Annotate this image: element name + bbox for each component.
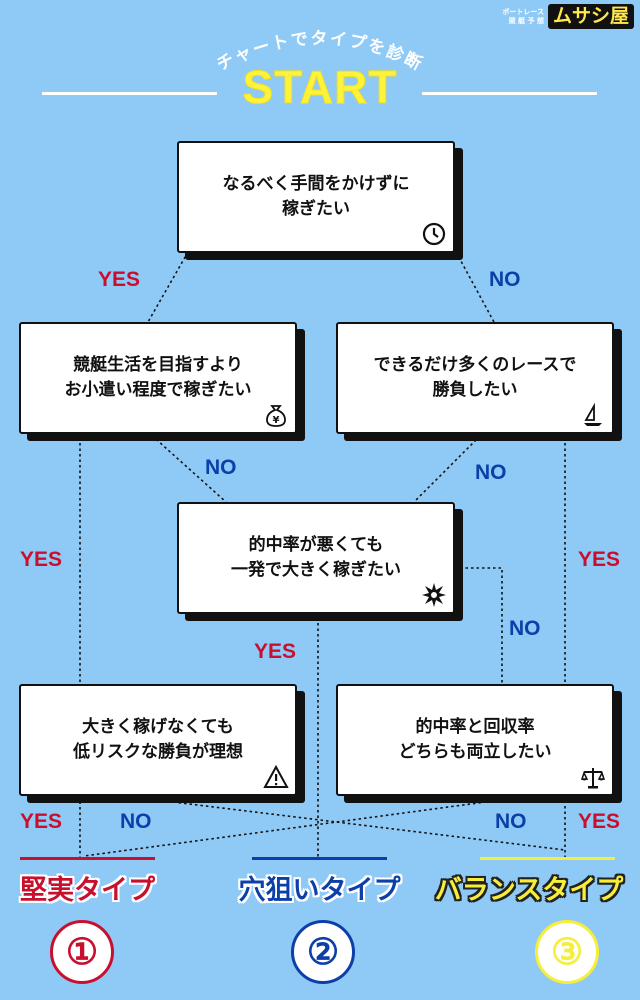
warning-icon: [263, 764, 289, 788]
label-q5-no: NO: [120, 810, 152, 833]
result-line-1: [20, 857, 155, 860]
arc-title: チャートでタイプを診断: [214, 29, 425, 75]
label-q4-no: NO: [509, 617, 541, 640]
question-box-1[interactable]: なるべく手間をかけずに 稼ぎたい: [177, 141, 455, 253]
logo-subtitle: ボートレース 競 艇 予 想: [502, 7, 544, 25]
label-q3-yes: YES: [578, 548, 621, 571]
question-text-2: 競艇生活を目指すより お小遣い程度で稼ぎたい: [64, 355, 252, 400]
question-text-4: 的中率が悪くても 一発で大きく稼ぎたい: [231, 535, 401, 580]
result-name-2: 穴狙いタイプ: [238, 875, 401, 906]
result-line-2: [252, 857, 387, 860]
brand-logo[interactable]: ボートレース 競 艇 予 想 ムサシ屋: [502, 4, 634, 29]
label-q6-no: NO: [495, 810, 527, 833]
clock-icon: [422, 222, 446, 246]
explosion-icon: [422, 583, 446, 607]
result-name-3: バランスタイプ: [434, 875, 624, 906]
start-title: START: [242, 61, 398, 114]
question-text-3: できるだけ多くのレースで 勝負したい: [373, 355, 577, 400]
logo-mark: ムサシ屋: [547, 4, 634, 29]
result-line-3: [480, 857, 615, 860]
label-q1-yes: YES: [98, 268, 141, 291]
question-box-6[interactable]: 的中率と回収率 どちらも両立したい: [336, 684, 614, 796]
question-box-3[interactable]: できるだけ多くのレースで 勝負したい: [336, 322, 614, 434]
label-q2-yes: YES: [20, 548, 63, 571]
result-name-1: 堅実タイプ: [20, 875, 155, 906]
result-number-3: ③: [535, 920, 599, 984]
label-q2-no: NO: [205, 456, 237, 479]
start-line-left: [42, 92, 217, 95]
start-line-right: [422, 92, 597, 95]
svg-text:¥: ¥: [273, 415, 280, 426]
scale-icon: [580, 768, 606, 789]
result-number-2: ②: [291, 920, 355, 984]
question-text-1: なるべく手間をかけずに 稼ぎたい: [222, 174, 410, 219]
question-text-5: 大きく稼げなくても 低リスクな勝負が理想: [73, 717, 243, 762]
label-q5-yes: YES: [20, 810, 63, 833]
result-number-1: ①: [50, 920, 114, 984]
sailboat-icon: [584, 402, 602, 426]
question-box-2[interactable]: 競艇生活を目指すより お小遣い程度で稼ぎたい ¥: [19, 322, 297, 434]
money-bag-icon: ¥: [266, 405, 286, 427]
question-text-6: 的中率と回収率 どちらも両立したい: [398, 717, 552, 762]
label-q6-yes: YES: [578, 810, 621, 833]
label-q3-no: NO: [475, 461, 507, 484]
label-q4-yes: YES: [254, 640, 297, 663]
question-box-4[interactable]: 的中率が悪くても 一発で大きく稼ぎたい: [177, 502, 455, 614]
question-box-5[interactable]: 大きく稼げなくても 低リスクな勝負が理想: [19, 684, 297, 796]
label-q1-no: NO: [489, 268, 521, 291]
